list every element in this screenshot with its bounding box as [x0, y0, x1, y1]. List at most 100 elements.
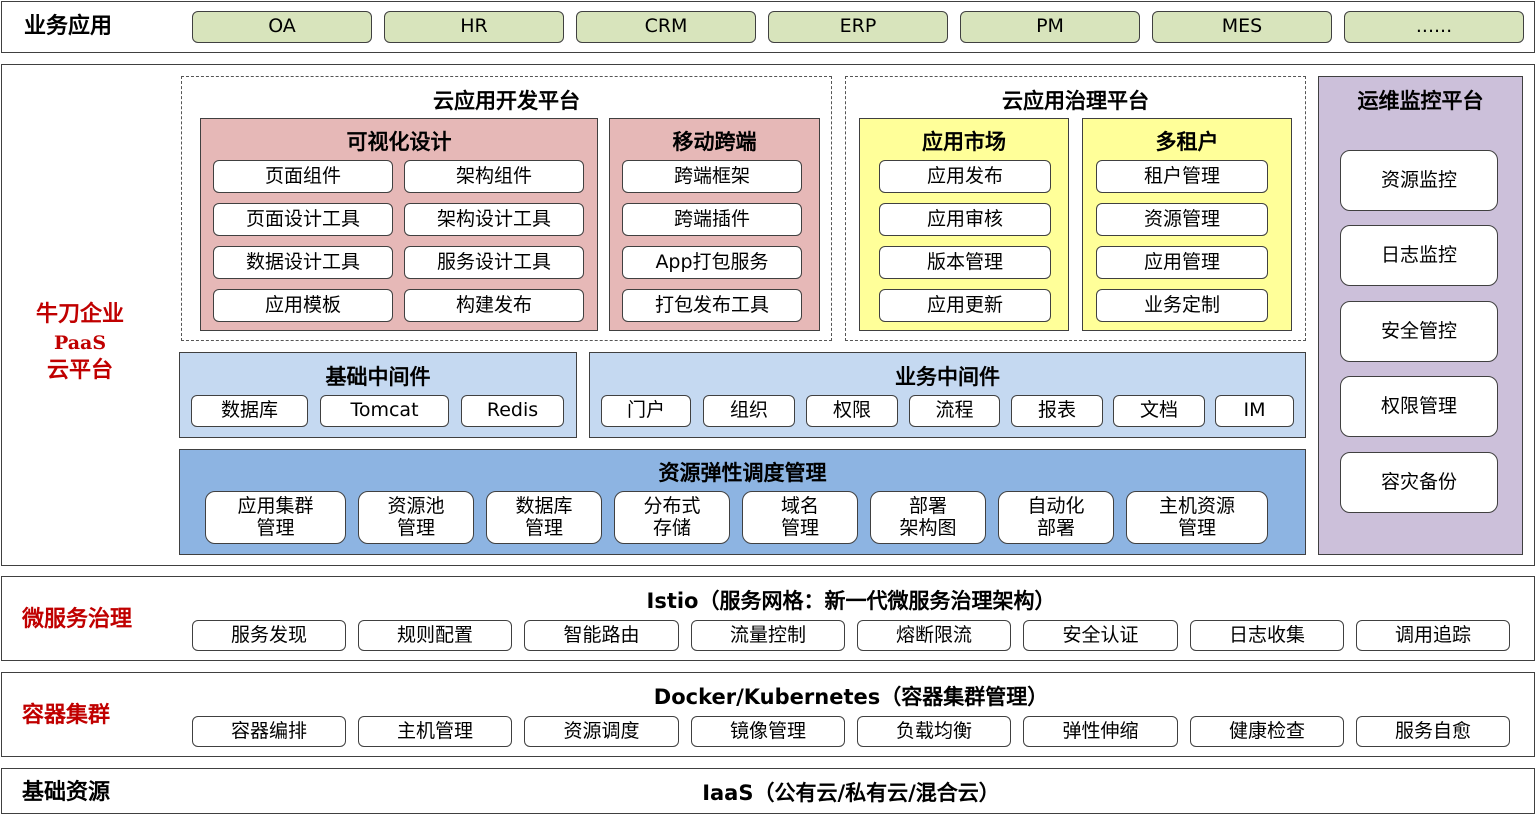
ops-item[interactable]: 安全管控 — [1340, 301, 1498, 362]
item-label: 服务发现 — [230, 623, 307, 646]
container-item[interactable]: 主机管理 — [358, 716, 512, 747]
governance-platform-title: 云应用治理平台 — [1002, 89, 1149, 113]
base-middleware-item[interactable]: Redis — [461, 395, 564, 427]
item-label: 应用模板 — [264, 293, 341, 316]
item-label: 容器编排 — [230, 719, 307, 742]
ops-item[interactable]: 容灾备份 — [1340, 452, 1498, 513]
item-label: 应用审核 — [926, 207, 1003, 230]
item-label: 应用发布 — [926, 164, 1003, 187]
visual-design-item[interactable]: 页面组件 — [213, 160, 393, 193]
container-label: 容器集群 — [22, 703, 111, 728]
microservice-item[interactable]: 调用追踪 — [1356, 620, 1510, 651]
item-label: 安全认证 — [1062, 623, 1139, 646]
item-label: 分布式 存储 — [643, 494, 701, 539]
item-label: App打包服务 — [655, 250, 769, 273]
resource-scheduling-item[interactable]: 自动化 部署 — [998, 491, 1114, 544]
resource-scheduling-item[interactable]: 数据库 管理 — [486, 491, 602, 544]
item-label: 资源管理 — [1143, 207, 1220, 230]
item-label: 门户 — [626, 399, 665, 422]
item-label: 组织 — [729, 399, 768, 422]
container-item[interactable]: 容器编排 — [192, 716, 346, 747]
app-market-item[interactable]: 版本管理 — [879, 246, 1051, 279]
resource-scheduling-item[interactable]: 资源池 管理 — [358, 491, 474, 544]
biz-middleware-item[interactable]: 流程 — [909, 395, 1000, 427]
business-app-item[interactable]: CRM — [576, 11, 756, 43]
multi-tenant-item[interactable]: 租户管理 — [1096, 160, 1268, 193]
biz-middleware-item[interactable]: IM — [1215, 395, 1294, 427]
infra-title: IaaS（公有云/私有云/混合云） — [702, 781, 1000, 805]
mobile-item[interactable]: 跨端框架 — [622, 160, 802, 193]
microservice-item[interactable]: 日志收集 — [1190, 620, 1344, 651]
ops-item[interactable]: 日志监控 — [1340, 225, 1498, 286]
item-label: 健康检查 — [1228, 719, 1305, 742]
container-item[interactable]: 资源调度 — [524, 716, 679, 747]
multi-tenant-item[interactable]: 资源管理 — [1096, 203, 1268, 236]
mobile-item[interactable]: 跨端插件 — [622, 203, 802, 236]
container-item[interactable]: 镜像管理 — [691, 716, 845, 747]
multi-tenant-item[interactable]: 业务定制 — [1096, 289, 1268, 322]
item-label: 智能路由 — [563, 623, 640, 646]
item-label: 业务定制 — [1143, 293, 1220, 316]
business-app-label: OA — [268, 15, 296, 38]
visual-design-item[interactable]: 页面设计工具 — [213, 203, 393, 236]
microservice-item[interactable]: 服务发现 — [192, 620, 346, 651]
resource-scheduling-item[interactable]: 域名 管理 — [742, 491, 858, 544]
item-label: 部署 架构图 — [899, 494, 957, 539]
item-label: 自动化 部署 — [1027, 494, 1085, 539]
business-app-item[interactable]: ERP — [768, 11, 948, 43]
resource-scheduling-item[interactable]: 分布式 存储 — [614, 491, 730, 544]
business-app-item[interactable]: OA — [192, 11, 372, 43]
microservice-label: 微服务治理 — [22, 607, 133, 632]
visual-design-item[interactable]: 应用模板 — [213, 289, 393, 322]
container-item[interactable]: 负载均衡 — [857, 716, 1011, 747]
biz-middleware-item[interactable]: 权限 — [806, 395, 898, 427]
resource-scheduling-item[interactable]: 应用集群 管理 — [205, 491, 346, 544]
business-app-item[interactable]: ...... — [1344, 11, 1524, 43]
item-label: 服务设计工具 — [436, 250, 551, 273]
biz-middleware-item[interactable]: 门户 — [601, 395, 691, 427]
biz-middleware-item[interactable]: 文档 — [1113, 395, 1205, 427]
mobile-item[interactable]: 打包发布工具 — [622, 289, 802, 322]
base-middleware-item[interactable]: Tomcat — [320, 395, 449, 427]
app-market-item[interactable]: 应用审核 — [879, 203, 1051, 236]
item-label: 架构组件 — [455, 164, 532, 187]
business-app-item[interactable]: PM — [960, 11, 1140, 43]
item-label: 资源调度 — [563, 719, 640, 742]
container-item[interactable]: 健康检查 — [1190, 716, 1344, 747]
container-item[interactable]: 服务自愈 — [1356, 716, 1510, 747]
microservice-item[interactable]: 规则配置 — [358, 620, 512, 651]
item-label: 数据库 — [220, 399, 278, 422]
base-middleware-item[interactable]: 数据库 — [191, 395, 308, 427]
visual-design-item[interactable]: 服务设计工具 — [404, 246, 584, 279]
resource-scheduling-item[interactable]: 部署 架构图 — [870, 491, 986, 544]
business-app-label: ...... — [1415, 15, 1453, 38]
visual-design-item[interactable]: 架构组件 — [404, 160, 584, 193]
resource-scheduling-title: 资源弹性调度管理 — [658, 461, 827, 485]
item-label: 流程 — [935, 399, 974, 422]
item-label: 应用更新 — [926, 293, 1003, 316]
microservice-item[interactable]: 智能路由 — [524, 620, 679, 651]
biz-middleware-item[interactable]: 组织 — [703, 395, 795, 427]
app-market-item[interactable]: 应用更新 — [879, 289, 1051, 322]
multi-tenant-item[interactable]: 应用管理 — [1096, 246, 1268, 279]
visual-design-item[interactable]: 架构设计工具 — [404, 203, 584, 236]
app-market-item[interactable]: 应用发布 — [879, 160, 1051, 193]
item-label: 架构设计工具 — [436, 207, 551, 230]
item-label: 跨端框架 — [673, 164, 750, 187]
microservice-item[interactable]: 流量控制 — [691, 620, 845, 651]
resource-scheduling-item[interactable]: 主机资源 管理 — [1126, 491, 1268, 544]
microservice-item[interactable]: 安全认证 — [1023, 620, 1178, 651]
biz-middleware-item[interactable]: 报表 — [1011, 395, 1103, 427]
visual-design-item[interactable]: 构建发布 — [404, 289, 584, 322]
ops-item[interactable]: 权限管理 — [1340, 376, 1498, 437]
item-label: 权限 — [832, 399, 871, 422]
visual-design-item[interactable]: 数据设计工具 — [213, 246, 393, 279]
mobile-item[interactable]: App打包服务 — [622, 246, 802, 279]
microservice-item[interactable]: 熔断限流 — [857, 620, 1011, 651]
container-item[interactable]: 弹性伸缩 — [1023, 716, 1178, 747]
infra-label: 基础资源 — [22, 780, 111, 805]
item-label: 域名 管理 — [780, 494, 819, 539]
ops-item[interactable]: 资源监控 — [1340, 150, 1498, 211]
business-app-item[interactable]: HR — [384, 11, 564, 43]
business-app-item[interactable]: MES — [1152, 11, 1332, 43]
